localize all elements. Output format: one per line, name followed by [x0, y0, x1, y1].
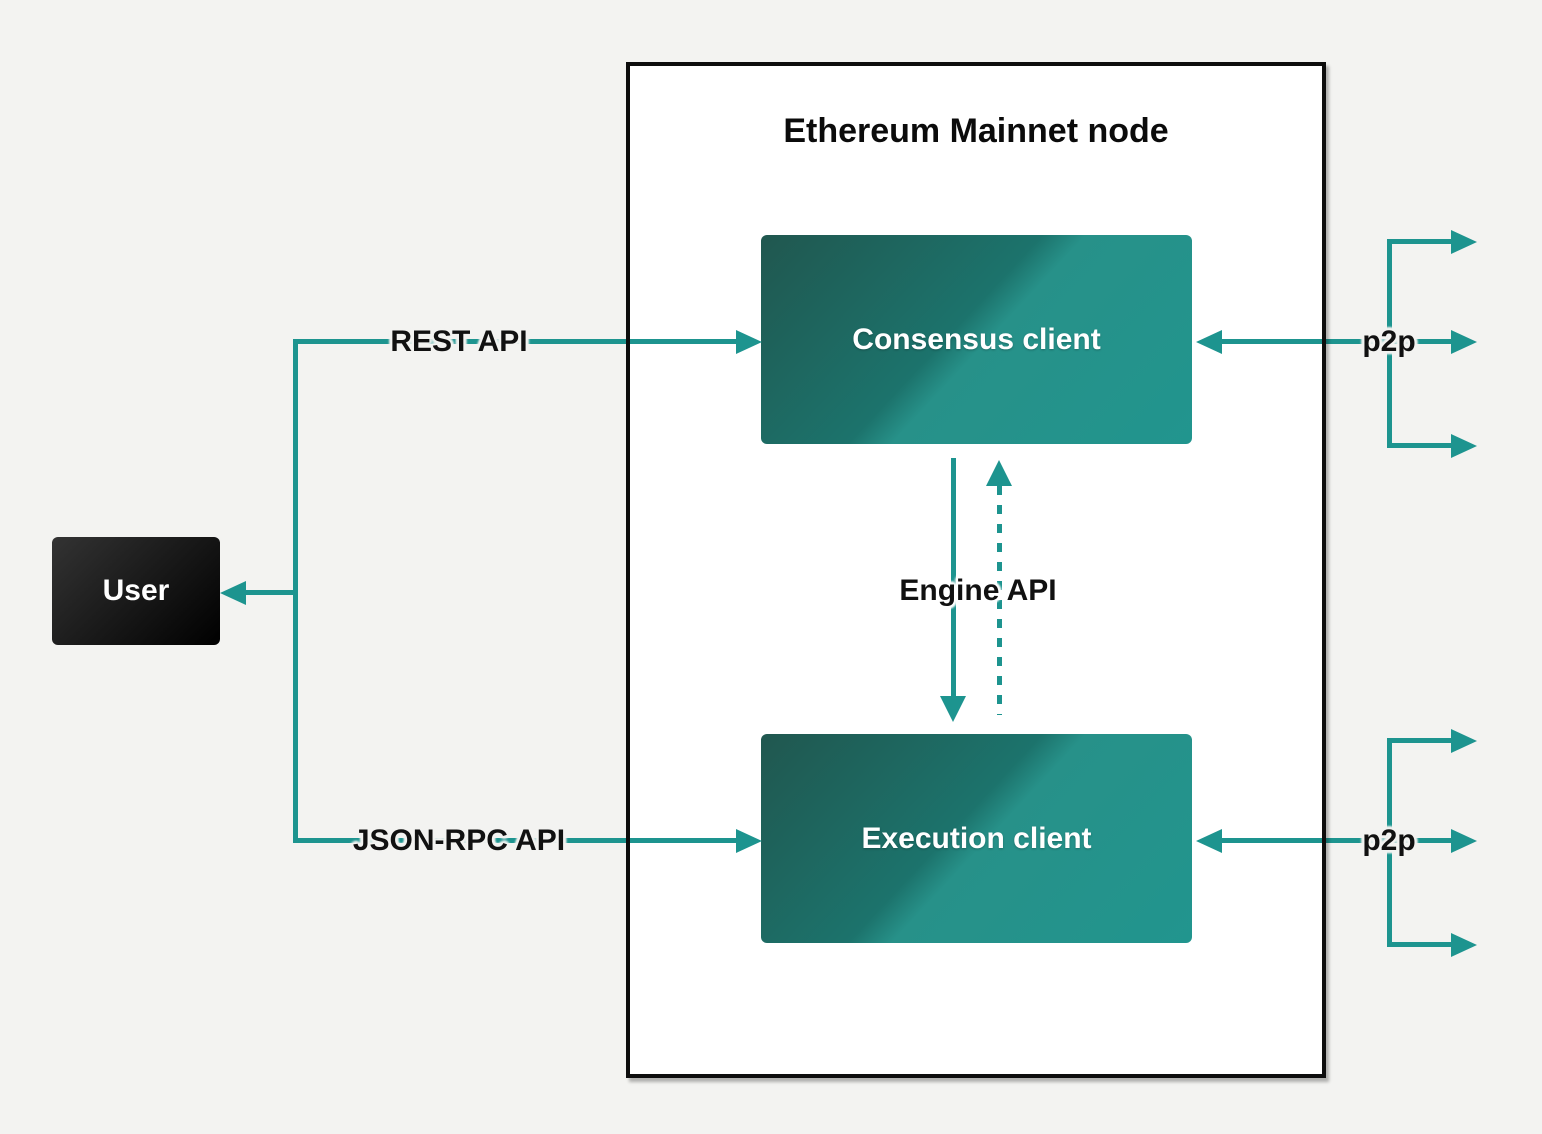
user-label: User — [102, 574, 170, 607]
json-rpc-api-label: JSON-RPC API — [352, 824, 566, 857]
p2p-bottom-upper-arrowhead-icon — [1451, 729, 1477, 753]
p2p-bottom-lower-line — [1387, 942, 1451, 947]
json-rpc-arrowhead-icon — [736, 829, 762, 853]
p2p-top-upper-line — [1387, 239, 1451, 244]
p2p-top-lower-arrowhead-icon — [1451, 434, 1477, 458]
execution-client-label: Execution client — [861, 821, 1092, 855]
p2p-bottom-left-arrowhead-icon — [1196, 829, 1222, 853]
execution-client-box: Execution client — [761, 734, 1192, 943]
rest-api-label: REST API — [390, 325, 528, 358]
engine-api-down-arrowhead-icon — [940, 696, 966, 722]
p2p-bottom-lower-arrowhead-icon — [1451, 933, 1477, 957]
p2p-top-lower-line — [1387, 443, 1451, 448]
user-arrow-line — [246, 590, 298, 595]
consensus-client-label: Consensus client — [852, 322, 1101, 356]
p2p-bottom-main-line — [1222, 838, 1451, 843]
engine-api-down-line — [951, 458, 956, 696]
p2p-bottom-right-arrowhead-icon — [1451, 829, 1477, 853]
ethereum-node-title: Ethereum Mainnet node — [783, 112, 1169, 150]
p2p-top-upper-arrowhead-icon — [1451, 230, 1477, 254]
p2p-bottom-label: p2p — [1362, 824, 1416, 857]
p2p-top-label: p2p — [1362, 325, 1416, 358]
p2p-top-right-arrowhead-icon — [1451, 330, 1477, 354]
p2p-bottom-upper-line — [1387, 738, 1451, 743]
engine-api-label: Engine API — [899, 574, 1057, 607]
engine-api-up-arrowhead-icon — [986, 460, 1012, 486]
p2p-top-main-line — [1222, 339, 1451, 344]
user-box: User — [52, 537, 220, 645]
rest-api-line — [293, 339, 736, 344]
user-arrowhead-icon — [220, 581, 246, 605]
p2p-top-left-arrowhead-icon — [1196, 330, 1222, 354]
json-rpc-line — [293, 838, 736, 843]
engine-api-up-dotted-line — [997, 486, 1002, 715]
consensus-client-box: Consensus client — [761, 235, 1192, 444]
rest-api-arrowhead-icon — [736, 330, 762, 354]
